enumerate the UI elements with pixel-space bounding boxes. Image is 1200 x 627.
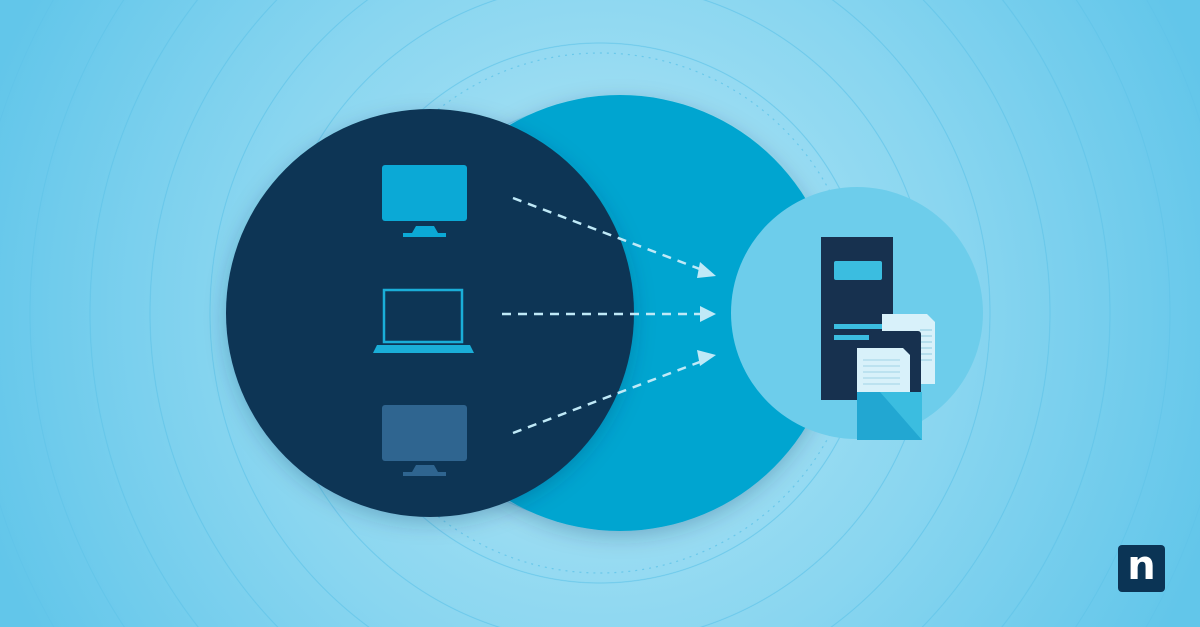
- arrows: [502, 196, 706, 435]
- dark-circle: [226, 109, 634, 517]
- arrowheads: [697, 262, 716, 366]
- brand-logo: n: [1118, 545, 1165, 592]
- desktop-monitor-icon: [382, 165, 467, 237]
- desktop-monitor-muted-icon: [382, 405, 467, 476]
- folder-icon: [857, 392, 922, 440]
- arrow-top: [512, 196, 706, 273]
- laptop-icon: [373, 288, 474, 353]
- arrow-bottom: [512, 358, 706, 435]
- documents-icon: [857, 314, 935, 400]
